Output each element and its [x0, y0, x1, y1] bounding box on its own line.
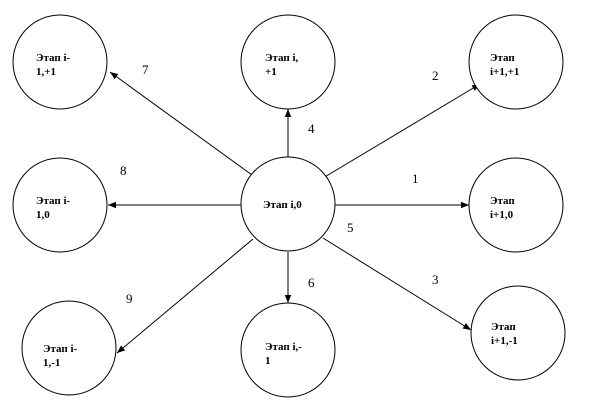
edge-arrow-2	[322, 83, 481, 179]
node-circle-center	[240, 156, 336, 252]
edges-layer	[108, 71, 481, 354]
edge-arrow-3	[322, 237, 472, 331]
node-circle-left	[12, 157, 108, 253]
node-circle-right	[468, 157, 564, 253]
node-circle-bottom-left	[21, 300, 117, 396]
node-top: Этап i,+1	[240, 14, 336, 110]
edge-label-4: 4	[308, 121, 315, 136]
node-circle-top-right	[468, 14, 564, 110]
edge-labels-layer: 1 2 3 4 5 6 7 8 9	[120, 62, 439, 306]
node-label-center: Этап i,0	[263, 199, 302, 211]
node-label-left: Этап i-1,0	[36, 195, 70, 221]
node-label-top-left: Этап i-1,+1	[36, 52, 70, 78]
edge-label-5: 5	[347, 220, 354, 235]
node-label-top: Этап i,+1	[265, 52, 298, 78]
node-circle-bottom	[240, 302, 336, 398]
node-bottom: Этап i,-1	[240, 302, 336, 398]
node-bottom-left: Этап i-1,-1	[21, 300, 117, 396]
edge-label-6: 6	[308, 275, 315, 290]
node-circle-top	[240, 14, 336, 110]
edge-label-9: 9	[126, 291, 133, 306]
edge-label-3: 3	[432, 272, 439, 287]
edge-label-8: 8	[120, 163, 127, 178]
node-circle-bottom-right	[470, 285, 566, 381]
node-center: Этап i,0	[240, 156, 336, 252]
edge-label-2: 2	[432, 68, 439, 83]
node-top-left: Этап i-1,+1	[12, 14, 108, 110]
node-circle-top-left	[12, 14, 108, 110]
node-label-bottom: Этап i,-1	[265, 341, 302, 367]
edge-arrow-7	[109, 71, 253, 176]
node-label-bottom-left: Этап i-1,-1	[43, 343, 77, 369]
edge-label-1: 1	[412, 171, 419, 186]
edge-label-7: 7	[142, 62, 149, 77]
node-left: Этап i-1,0	[12, 157, 108, 253]
edge-arrow-9	[116, 238, 254, 354]
